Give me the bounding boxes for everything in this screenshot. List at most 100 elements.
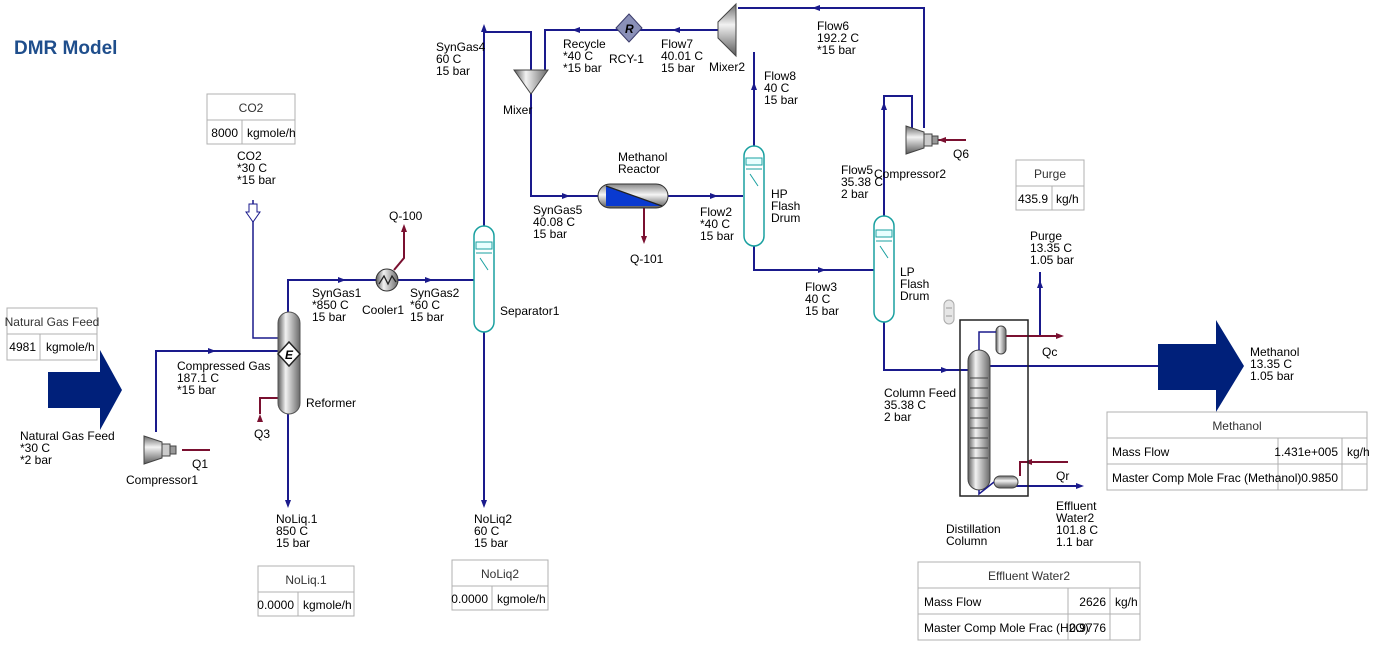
- lp-flash-drum-icon[interactable]: [873, 215, 895, 323]
- rcy-glyph: R: [625, 22, 634, 36]
- label-syngas4-name: SynGas4: [436, 40, 486, 54]
- label-qc: Qc: [1042, 345, 1057, 359]
- label-syngas5-pressure: 15 bar: [533, 227, 567, 241]
- label-syngas2-temp: *60 C: [410, 298, 440, 312]
- effluent-row-2-value: 0.9776: [1069, 621, 1106, 635]
- label-column-feed-temp: 35.38 C: [884, 398, 926, 412]
- label-syngas1-pressure: 15 bar: [312, 310, 346, 324]
- purge-table[interactable]: Purge 435.9 kg/h: [1015, 159, 1085, 211]
- label-separator1: Separator1: [500, 304, 560, 318]
- mixer-icon[interactable]: [513, 69, 549, 95]
- label-qr: Qr: [1056, 469, 1069, 483]
- noliq1-table[interactable]: NoLiq.1 0.0000 kgmole/h: [257, 565, 355, 617]
- label-compressor1: Compressor1: [126, 473, 198, 487]
- label-compressor2: Compressor2: [874, 167, 946, 181]
- label-q100: Q-100: [389, 209, 423, 223]
- noliq2-table-unit: kgmole/h: [497, 592, 546, 606]
- label-flow8-name: Flow8: [764, 69, 796, 83]
- svg-text:CO2*30 C*15 bar: CO2*30 C*15 bar: [237, 149, 276, 187]
- purge-table-value: 435.9: [1018, 192, 1048, 206]
- label-q3: Q3: [254, 427, 270, 441]
- noliq1-table-title: NoLiq.1: [285, 573, 327, 587]
- label-flow3-temp: 40 C: [805, 292, 831, 306]
- methanol-reactor-icon[interactable]: [597, 183, 669, 209]
- label-column-feed-pressure: 2 bar: [884, 410, 911, 424]
- label-co2-pressure: *15 bar: [237, 173, 276, 187]
- recycle-rcy-icon[interactable]: R: [615, 13, 643, 43]
- distillation-column-icon[interactable]: [959, 319, 1029, 497]
- label-noliq2-name: NoLiq2: [474, 512, 512, 526]
- handle-icon[interactable]: [943, 299, 955, 325]
- label-flow5-pressure: 2 bar: [841, 187, 868, 201]
- label-syngas1-temp: *850 C: [312, 298, 349, 312]
- natural-gas-table-value: 4981: [9, 340, 36, 354]
- reformer-icon[interactable]: E: [276, 311, 302, 415]
- compressor2-icon[interactable]: [905, 125, 939, 155]
- methanol-product-arrow[interactable]: [1158, 320, 1244, 412]
- noliq2-table[interactable]: NoLiq2 0.0000 kgmole/h: [451, 559, 549, 611]
- label-methanol-pressure: 1.05 bar: [1250, 369, 1294, 383]
- effluent-row-1-value: 2626: [1079, 595, 1106, 609]
- cooler1-icon[interactable]: [375, 268, 399, 292]
- label-recycle-temp: *40 C: [563, 49, 593, 63]
- svg-text:Recycle*40 C*15 bar: Recycle*40 C*15 bar: [563, 37, 606, 75]
- label-purge-pressure: 1.05 bar: [1030, 253, 1074, 267]
- label-syngas5-name: SynGas5: [533, 203, 583, 217]
- methanol-table-title: Methanol: [1212, 419, 1261, 433]
- label-flow5-name: Flow5: [841, 163, 873, 177]
- label-hp-line3: Drum: [771, 211, 800, 225]
- mixer2-icon[interactable]: [717, 2, 737, 58]
- label-effluent-temp: 101.8 C: [1056, 523, 1098, 537]
- label-flow2-temp: *40 C: [700, 217, 730, 231]
- label-syngas2-pressure: 15 bar: [410, 310, 444, 324]
- label-reformer: Reformer: [306, 396, 356, 410]
- label-flow7-pressure: 15 bar: [661, 61, 695, 75]
- label-noliq1-temp: 850 C: [276, 524, 308, 538]
- label-flow8-temp: 40 C: [764, 81, 790, 95]
- reboiler-icon[interactable]: [993, 475, 1019, 489]
- label-reactor-line1: Methanol: [618, 150, 667, 164]
- compressor1-icon[interactable]: [143, 435, 177, 465]
- purge-table-unit: kg/h: [1056, 192, 1079, 206]
- natural-gas-feed-arrow[interactable]: [48, 350, 122, 430]
- co2-table-unit: kgmole/h: [247, 126, 296, 140]
- separator1-icon[interactable]: [473, 225, 495, 333]
- effluent-row-1-label: Mass Flow: [924, 595, 982, 609]
- co2-table-value: 8000: [211, 126, 238, 140]
- noliq2-table-value: 0.0000: [451, 592, 488, 606]
- label-methanol-name: Methanol: [1250, 345, 1299, 359]
- effluent-water2-table[interactable]: Effluent Water2 Mass Flow 2626 kg/h Mast…: [917, 561, 1141, 641]
- condenser-icon[interactable]: [995, 325, 1007, 355]
- effluent-table-title: Effluent Water2: [988, 569, 1070, 583]
- svg-text:SynGas2*60 C15 bar: SynGas2*60 C15 bar: [410, 286, 460, 324]
- label-flow7-temp: 40.01 C: [661, 49, 703, 63]
- noliq1-table-unit: kgmole/h: [303, 598, 352, 612]
- svg-text:Natural Gas Feed*30 C*2 bar: Natural Gas Feed*30 C*2 bar: [20, 429, 115, 467]
- methanol-row-2-label: Master Comp Mole Frac (Methanol): [1112, 471, 1301, 485]
- label-co2-name: CO2: [237, 149, 262, 163]
- label-noliq2-pressure: 15 bar: [474, 536, 508, 550]
- label-hp-line1: HP: [771, 187, 788, 201]
- label-purge-temp: 13.35 C: [1030, 241, 1072, 255]
- label-noliq2-temp: 60 C: [474, 524, 500, 538]
- label-lp-line3: Drum: [900, 289, 929, 303]
- label-recycle-name: Recycle: [563, 37, 606, 51]
- label-noliq1-pressure: 15 bar: [276, 536, 310, 550]
- reformer-glyph: E: [285, 348, 294, 362]
- natural-gas-table[interactable]: Natural Gas Feed 4981 kgmole/h: [5, 307, 100, 361]
- hp-flash-drum-icon[interactable]: [743, 145, 765, 247]
- co2-table[interactable]: CO2 8000 kgmole/h: [206, 93, 296, 145]
- methanol-table[interactable]: Methanol Mass Flow 1.431e+005 kg/h Maste…: [1106, 411, 1370, 491]
